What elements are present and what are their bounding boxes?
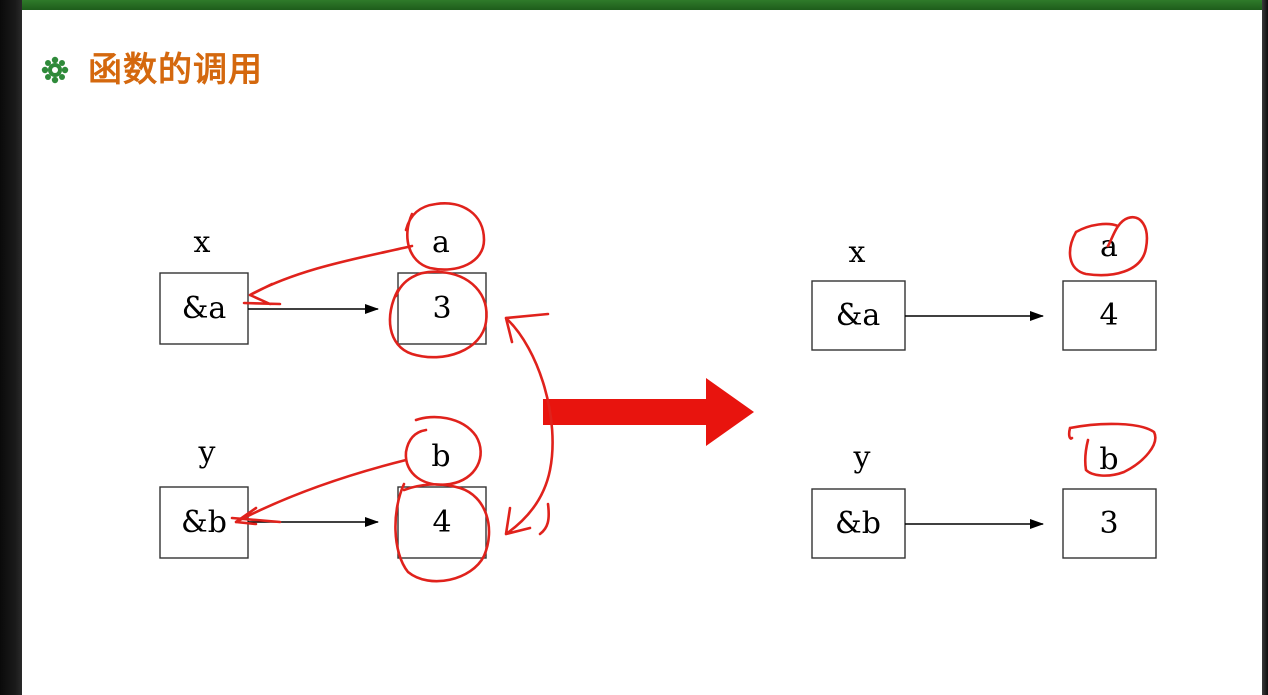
slide-top-bar <box>0 0 1268 10</box>
before-pointer-y-box <box>159 486 249 559</box>
after-var-b-value: 3 <box>1099 506 1118 541</box>
after-pointer-y-name: y <box>853 440 871 475</box>
ink-circle-after-a <box>1068 215 1149 277</box>
before-var-a-value: 3 <box>432 291 451 326</box>
ink-circle-b-box <box>394 482 491 583</box>
before-var-b-value: 4 <box>432 505 451 540</box>
after-var-a-value: 4 <box>1099 298 1118 333</box>
ink-circle-a-box <box>388 270 488 359</box>
before-var-a-name: a <box>432 225 450 260</box>
after-var-b-name: b <box>1099 442 1118 477</box>
after-pointer-x-name: x <box>849 235 866 270</box>
after-var-b-box <box>1062 488 1157 559</box>
ink-circle-a-label <box>404 202 486 271</box>
ink-mark-after-b <box>1067 422 1157 477</box>
before-var-b-name: b <box>431 439 450 474</box>
slide-title: 函数的调用 <box>88 50 263 90</box>
before-pointer-x-box <box>159 272 249 345</box>
ink-swap-curve <box>504 312 554 536</box>
before-pointer-x-value: &a <box>182 291 227 326</box>
window-left-edge <box>0 0 22 695</box>
before-pointer-y-name: y <box>198 435 216 470</box>
ink-arrow-a-to-x <box>242 244 414 306</box>
window-right-edge <box>1262 0 1268 695</box>
ink-arrow-b-to-y <box>230 458 408 526</box>
after-pointer-x-value: &a <box>836 298 881 333</box>
title-bullet-icon <box>41 56 69 84</box>
transition-arrow <box>543 378 754 446</box>
before-var-b-box <box>397 486 487 559</box>
after-pointer-y-value: &b <box>835 506 881 541</box>
ink-circle-b-label <box>404 415 482 486</box>
before-pointer-x-name: x <box>194 225 211 260</box>
before-pointer-y-value: &b <box>181 505 227 540</box>
after-var-a-box <box>1062 280 1157 351</box>
